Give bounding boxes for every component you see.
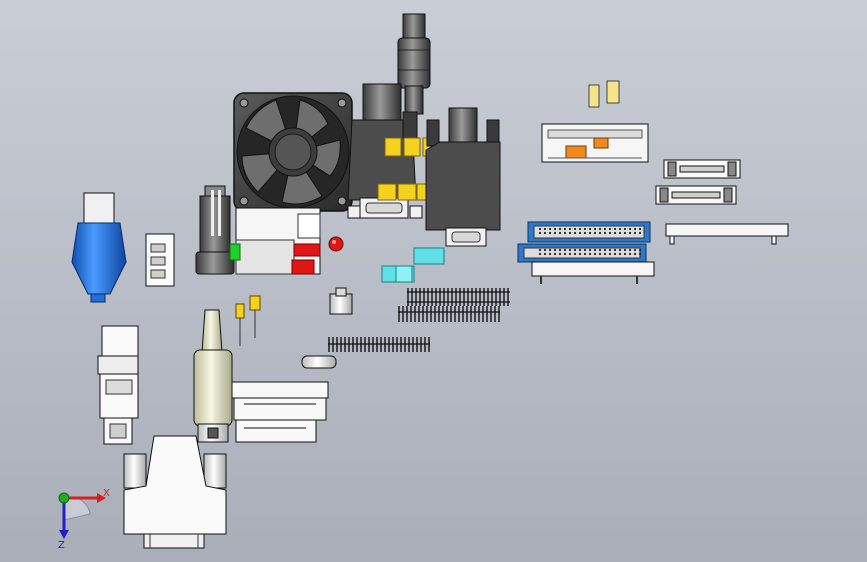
dsub-housing-icon[interactable] bbox=[123, 435, 227, 549]
cooling-fan-icon[interactable] bbox=[233, 92, 353, 212]
latch-bracket-icon[interactable] bbox=[231, 381, 329, 443]
bar-connector-icon[interactable] bbox=[655, 159, 741, 205]
terminal-block-icon[interactable] bbox=[145, 233, 175, 287]
coordinate-triad[interactable]: X Z bbox=[58, 488, 110, 551]
x-axis-label: X bbox=[103, 488, 110, 499]
led-red-icon[interactable] bbox=[328, 236, 344, 252]
db9-connector-left-icon[interactable] bbox=[347, 83, 440, 219]
standoff-icon[interactable] bbox=[301, 287, 353, 369]
z-axis-label: Z bbox=[58, 540, 65, 551]
power-jack-icon[interactable] bbox=[195, 185, 235, 275]
rj-module-icon[interactable] bbox=[229, 207, 321, 275]
usb-plug-icon[interactable] bbox=[71, 192, 127, 303]
idc-connector-icon[interactable] bbox=[517, 221, 655, 284]
cyan-clip-icon[interactable] bbox=[381, 247, 445, 283]
small-capacitor-icon[interactable] bbox=[235, 295, 261, 346]
pin-header-icon[interactable] bbox=[328, 288, 510, 352]
db9-connector-right-icon[interactable] bbox=[425, 107, 501, 247]
rail-bracket-icon[interactable] bbox=[665, 223, 789, 245]
bnc-connector-icon[interactable] bbox=[193, 309, 233, 443]
gold-pin-icon[interactable] bbox=[588, 80, 620, 108]
terminal-bracket-icon[interactable] bbox=[541, 123, 649, 163]
usb-b-connector-icon[interactable] bbox=[97, 325, 139, 445]
bnc-connector-top-icon[interactable] bbox=[397, 13, 431, 115]
